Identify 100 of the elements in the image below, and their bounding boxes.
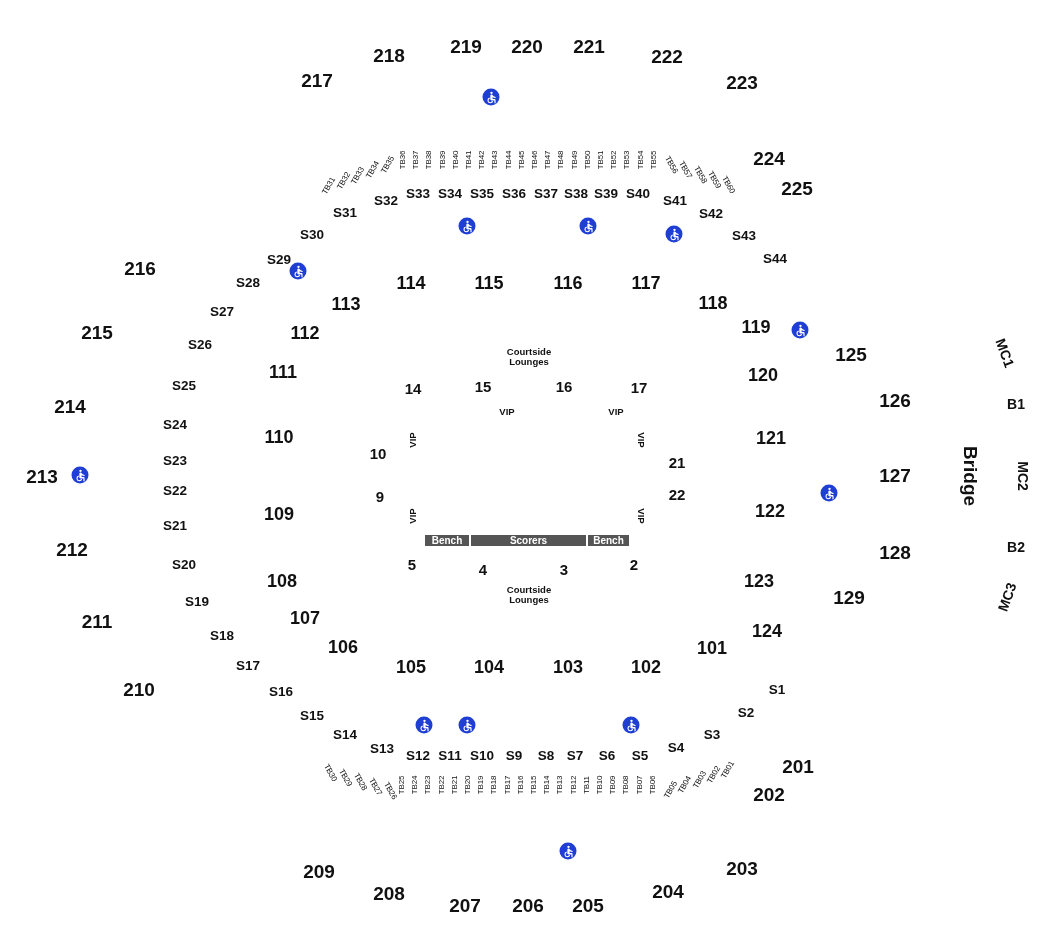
table-number: TB21: [450, 775, 459, 795]
section-number: S5: [631, 749, 649, 763]
table-number: TB42: [478, 150, 487, 170]
section-number: 109: [264, 505, 294, 523]
section-number: 212: [56, 539, 88, 559]
section-number: S1: [768, 683, 786, 697]
table-number: TB51: [597, 150, 605, 170]
section-number: 4: [478, 561, 488, 577]
section-number: S29: [267, 253, 291, 267]
section-number: 17: [630, 379, 648, 395]
table-number: TB46: [531, 150, 539, 170]
section-number: S23: [163, 454, 187, 468]
section-number: 205: [572, 895, 604, 915]
table-number: TB06: [648, 775, 657, 795]
table-number: TB24: [411, 775, 420, 795]
section-number: 122: [755, 502, 785, 520]
section-number: S9: [505, 749, 523, 763]
section-number: 14: [404, 380, 422, 396]
table-number: TB39: [438, 150, 447, 170]
table-number: TB09: [609, 775, 618, 795]
section-number: MC2: [1016, 461, 1030, 491]
section-number: S10: [470, 749, 494, 763]
section-number: 211: [81, 611, 113, 631]
section-number: S14: [333, 728, 357, 742]
section-number: S37: [534, 187, 558, 201]
section-number: 210: [123, 679, 155, 699]
section-number: 124: [752, 622, 782, 640]
section-number: S34: [438, 187, 462, 201]
section-number: 15: [474, 378, 492, 394]
section-number: 129: [833, 587, 865, 607]
area-label: Bridge: [960, 445, 980, 507]
table-number: TB15: [530, 775, 538, 795]
table-number: TB17: [503, 775, 512, 795]
area-label: VIP: [408, 431, 418, 450]
section-number: 208: [373, 883, 405, 903]
section-number: 101: [697, 639, 727, 657]
table-number: TB25: [398, 775, 406, 795]
table-number: TB49: [570, 150, 579, 170]
area-label: Courtside Lounges: [505, 346, 553, 366]
section-number: S42: [699, 207, 723, 221]
section-number: S22: [163, 484, 187, 498]
table-number: TB11: [582, 776, 591, 794]
section-number: S28: [236, 276, 260, 290]
section-number: S39: [594, 187, 618, 201]
table-number: TB13: [556, 775, 565, 795]
section-number: 125: [835, 344, 867, 364]
section-number: 209: [303, 861, 335, 881]
section-number: 112: [290, 324, 320, 342]
table-number: TB41: [465, 150, 473, 170]
section-number: 222: [651, 46, 683, 66]
section-number: 219: [450, 36, 482, 56]
bench-bar: Bench: [588, 535, 629, 546]
section-number: S19: [185, 595, 209, 609]
section-number: 103: [553, 658, 583, 676]
section-number: 9: [375, 488, 385, 504]
section-number: 5: [407, 556, 417, 572]
section-number: S20: [172, 558, 196, 572]
section-number: 218: [373, 45, 405, 65]
section-number: S16: [269, 685, 293, 699]
section-number: S3: [703, 728, 721, 742]
section-number: 113: [331, 295, 361, 313]
section-number: 127: [879, 465, 911, 485]
section-number: 220: [511, 36, 543, 56]
table-number: TB45: [517, 150, 526, 170]
table-number: TB16: [516, 775, 525, 795]
section-number: 201: [782, 756, 814, 776]
section-number: 214: [54, 396, 86, 416]
section-number: 22: [668, 486, 686, 502]
section-number: MC1: [993, 336, 1017, 370]
section-number: S12: [406, 749, 430, 763]
section-number: S18: [210, 629, 234, 643]
section-number: S38: [564, 187, 588, 201]
section-number: 221: [573, 36, 605, 56]
section-number: 2: [629, 556, 639, 572]
table-number: TB08: [622, 775, 631, 795]
section-number: S33: [406, 187, 430, 201]
section-number: 217: [301, 70, 333, 90]
section-number: 111: [269, 363, 297, 381]
section-number: B2: [1007, 540, 1025, 554]
area-label: VIP: [498, 407, 516, 417]
section-number: S44: [763, 252, 787, 266]
section-number: S25: [172, 379, 196, 393]
section-number: 115: [474, 274, 504, 292]
section-number: B1: [1007, 397, 1025, 411]
section-number: 10: [369, 445, 387, 461]
section-number: 107: [290, 609, 320, 627]
section-number: 207: [449, 895, 481, 915]
table-number: TB07: [635, 775, 644, 795]
section-number: 126: [879, 390, 911, 410]
table-number: TB36: [399, 150, 407, 170]
section-number: S2: [737, 706, 755, 720]
table-number: TB20: [464, 775, 472, 795]
area-label: VIP: [636, 507, 646, 526]
section-number: 204: [652, 881, 684, 901]
table-number: TB37: [412, 150, 421, 170]
table-number: TB48: [557, 150, 566, 170]
bench-bar: Bench: [425, 535, 469, 546]
section-number: 202: [753, 784, 785, 804]
section-number: S8: [537, 749, 555, 763]
area-label: Courtside Lounges: [505, 584, 553, 604]
